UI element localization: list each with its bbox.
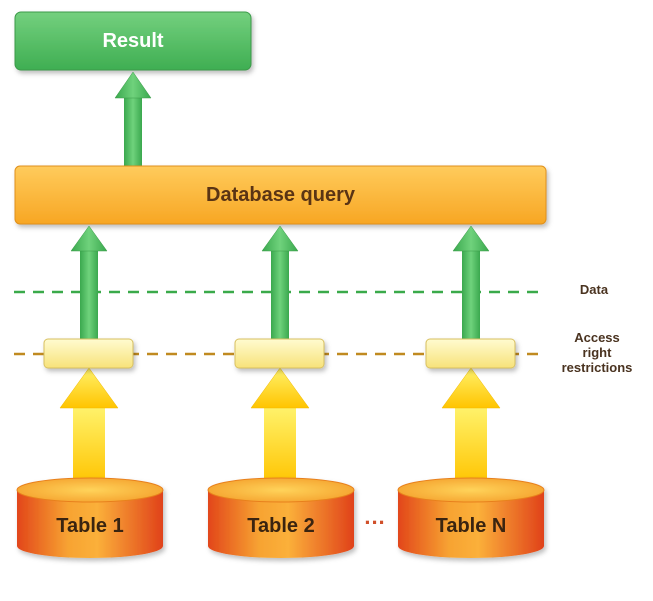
table-1-label: Table 1 bbox=[56, 515, 124, 537]
access-filter-3 bbox=[425, 338, 516, 369]
column-table-2 bbox=[207, 225, 355, 558]
result-box bbox=[14, 11, 252, 71]
arrow-yellow-2 bbox=[250, 367, 310, 484]
arrow-green-1 bbox=[70, 225, 108, 339]
table-cylinder-n bbox=[397, 477, 545, 558]
access-filter-2 bbox=[234, 338, 325, 369]
database-query-box bbox=[14, 165, 547, 225]
arrow-yellow-3 bbox=[441, 367, 501, 484]
column-table-n bbox=[397, 225, 545, 558]
access-filter-1 bbox=[43, 338, 134, 369]
table-2-label: Table 2 bbox=[247, 515, 315, 537]
result-label: Result bbox=[102, 30, 164, 52]
arrow-query-to-result bbox=[114, 71, 152, 166]
arrow-green-2 bbox=[261, 225, 299, 339]
table-cylinder-1 bbox=[16, 477, 164, 558]
table-n-label: Table N bbox=[435, 515, 507, 537]
database-query-label: Database query bbox=[206, 184, 355, 206]
column-table-1 bbox=[16, 225, 164, 558]
access-restrictions-legend-label: Access right restrictions bbox=[561, 330, 633, 375]
more-tables-ellipsis: ... bbox=[364, 504, 386, 529]
data-legend-label: Data bbox=[579, 282, 609, 297]
arrow-green-3 bbox=[452, 225, 490, 339]
table-cylinder-2 bbox=[207, 477, 355, 558]
arrow-yellow-1 bbox=[59, 367, 119, 484]
